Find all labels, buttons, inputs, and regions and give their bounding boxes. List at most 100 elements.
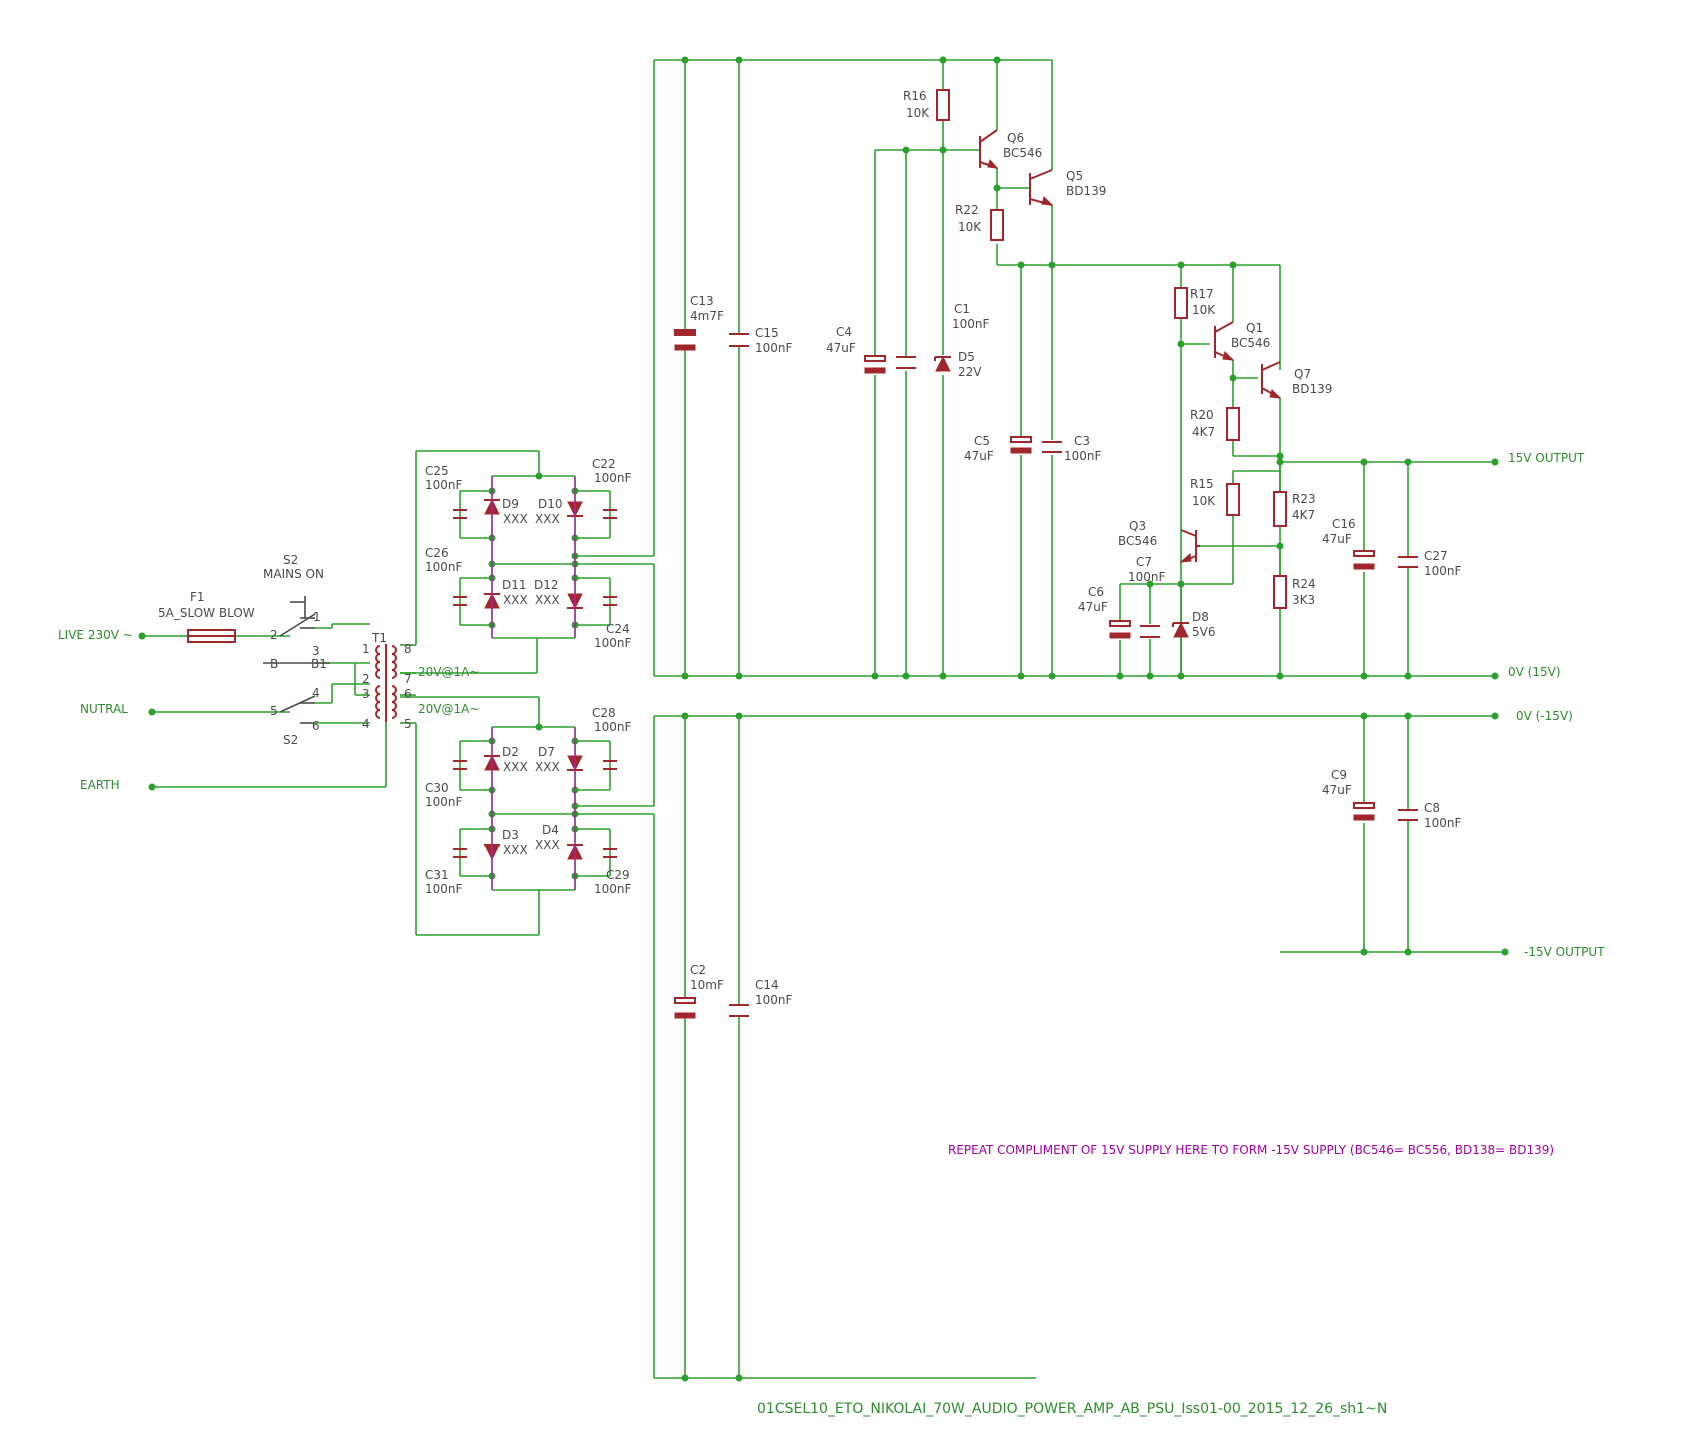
r24-ref: R24 (1292, 577, 1316, 591)
regulator-2 (1109, 287, 1418, 821)
junctions (138, 56, 1509, 1382)
resistor-r24 (1273, 575, 1287, 609)
c29-ref: C29 (606, 868, 630, 882)
zener-d5 (934, 355, 951, 372)
d12-value: XXX (535, 593, 560, 607)
c16-value: 47uF (1322, 532, 1352, 546)
r22-value: 10K (958, 220, 982, 234)
c31-ref: C31 (425, 868, 449, 882)
r16-ref: R16 (903, 89, 927, 103)
c13-value: 4m7F (690, 309, 724, 323)
zener-d8 (1172, 621, 1189, 638)
net-0v-15v: 0V (15V) (1508, 665, 1561, 679)
q1-value: BC546 (1231, 336, 1270, 350)
r15-ref: R15 (1190, 477, 1214, 491)
cap-c29 (603, 848, 617, 858)
cap-c24 (603, 596, 617, 606)
switch-value: MAINS ON (263, 567, 324, 581)
q6-value: BC546 (1003, 146, 1042, 160)
c1-ref: C1 (954, 302, 970, 316)
net-0v-neg15v: 0V (-15V) (1516, 709, 1573, 723)
r17-ref: R17 (1190, 287, 1214, 301)
c4-value: 47uF (826, 341, 856, 355)
upper-bridge (453, 476, 617, 638)
c9-ref: C9 (1331, 768, 1347, 782)
cap-c16 (1353, 550, 1375, 570)
c14-value: 100nF (755, 993, 793, 1007)
r20-ref: R20 (1190, 408, 1214, 422)
transformer-pin-5: 5 (404, 717, 412, 731)
transformer-ref: T1 (371, 631, 387, 645)
c26-ref: C26 (425, 546, 449, 560)
cap-c7 (1140, 625, 1160, 638)
c25-ref: C25 (425, 464, 449, 478)
c30-value: 100nF (425, 795, 463, 809)
resistor-r22 (990, 209, 1004, 241)
net-neutral: NUTRAL (80, 702, 128, 716)
q3-value: BC546 (1118, 534, 1157, 548)
d10-value: XXX (535, 512, 560, 526)
net-15v-output: 15V OUTPUT (1508, 451, 1585, 465)
transformer-sec-bottom: 20V@1A~ (418, 702, 479, 716)
d8-value: 5V6 (1192, 625, 1215, 639)
c31-value: 100nF (425, 882, 463, 896)
d12-ref: D12 (534, 578, 559, 592)
d4-ref: D4 (542, 823, 559, 837)
switch-pin-5: 5 (270, 704, 278, 718)
d9-ref: D9 (502, 497, 519, 511)
c24-ref: C24 (606, 622, 630, 636)
resistor-r17 (1174, 287, 1188, 319)
c28-ref: C28 (592, 706, 616, 720)
c4-ref: C4 (836, 325, 852, 339)
transistor-q5 (1029, 169, 1054, 206)
c6-value: 47uF (1078, 600, 1108, 614)
c3-value: 100nF (1064, 449, 1102, 463)
c2-ref: C2 (690, 963, 706, 977)
q5-value: BD139 (1066, 184, 1106, 198)
switch-ref-bottom: S2 (283, 733, 298, 747)
cap-c28 (603, 760, 617, 770)
regulator-1 (864, 89, 1062, 454)
d10-ref: D10 (538, 497, 563, 511)
switch-pin-1: 1 (313, 610, 321, 624)
net-neg15v-output: -15V OUTPUT (1524, 945, 1605, 959)
r15-value: 10K (1192, 494, 1216, 508)
c7-ref: C7 (1136, 555, 1152, 569)
fuse-ref: F1 (190, 590, 205, 604)
c15-ref: C15 (755, 326, 779, 340)
d7-value: XXX (535, 760, 560, 774)
cap-c15 (729, 333, 749, 347)
q5-ref: Q5 (1066, 169, 1083, 183)
d8-ref: D8 (1192, 610, 1209, 624)
q7-ref: Q7 (1294, 367, 1311, 381)
d3-value: XXX (503, 843, 528, 857)
c2-value: 10mF (690, 978, 724, 992)
switch-pin-2: 2 (270, 628, 278, 642)
transformer-pin-6: 6 (404, 687, 412, 701)
d9-value: XXX (503, 512, 528, 526)
transistor-q7 (1261, 361, 1282, 399)
cap-c8 (1398, 809, 1418, 821)
q6-ref: Q6 (1007, 131, 1024, 145)
c22-ref: C22 (592, 457, 616, 471)
switch-s2 (263, 596, 330, 724)
net-live: LIVE 230V ~ (58, 628, 133, 642)
transistor-q1 (1214, 321, 1235, 361)
r17-value: 10K (1192, 303, 1216, 317)
c16-ref: C16 (1332, 517, 1356, 531)
switch-pin-b: B (270, 657, 278, 671)
c22-value: 100nF (594, 471, 632, 485)
d5-ref: D5 (958, 350, 975, 364)
cap-c3 (1042, 441, 1062, 453)
title-block: 01CSEL10_ETO_NIKOLAI_70W_AUDIO_POWER_AMP… (757, 1401, 1387, 1417)
cap-c31 (453, 848, 467, 858)
c14-ref: C14 (755, 978, 779, 992)
c9-value: 47uF (1322, 783, 1352, 797)
d11-value: XXX (503, 593, 528, 607)
d2-value: XXX (503, 760, 528, 774)
cap-c14 (729, 1004, 749, 1017)
fuse-f1 (187, 629, 236, 643)
c6-ref: C6 (1088, 585, 1104, 599)
transformer-pin-4: 4 (362, 717, 370, 731)
